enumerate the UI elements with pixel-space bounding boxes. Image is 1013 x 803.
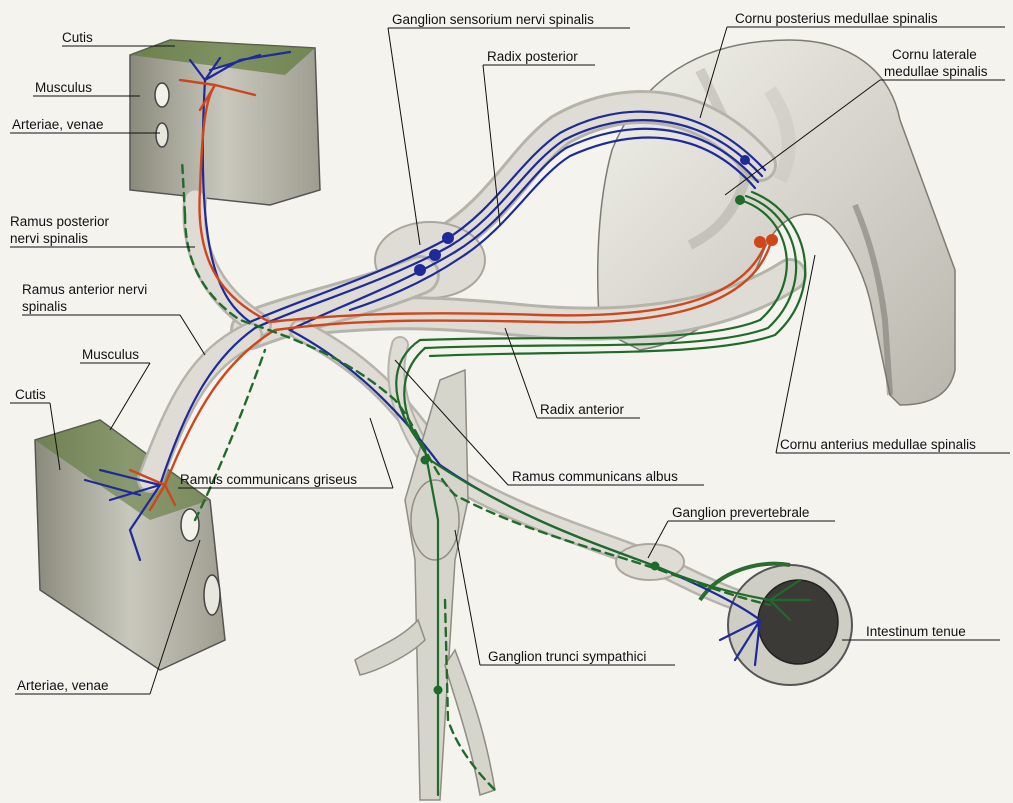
label-arteriae-top: Arteriae, venae (12, 117, 104, 132)
label-radix-posterior: Radix posterior (487, 49, 578, 64)
label-arteriae-bottom: Arteriae, venae (17, 678, 109, 693)
label-ganglion-trunci: Ganglion trunci sympathici (488, 649, 646, 664)
label-ramus-anterior-2: spinalis (22, 299, 67, 314)
label-ramus-anterior-1: Ramus anterior nervi (22, 282, 147, 297)
label-ganglion-prevertebrale: Ganglion prevertebrale (672, 505, 809, 520)
label-cutis-top: Cutis (62, 30, 93, 45)
vessel-icon (181, 509, 199, 541)
label-cornu-laterale-1: Cornu laterale (892, 47, 977, 62)
label-ramus-comm-griseus: Ramus communicans griseus (180, 472, 357, 487)
label-intestinum: Intestinum tenue (866, 624, 966, 639)
label-cornu-anterius: Cornu anterius medullae spinalis (780, 437, 976, 452)
vessel-icon (155, 83, 169, 107)
label-ramus-comm-albus: Ramus communicans albus (512, 469, 678, 484)
label-cornu-laterale-2: medullae spinalis (884, 64, 988, 79)
label-musculus-top: Musculus (35, 80, 92, 95)
label-cutis-bottom: Cutis (15, 387, 46, 402)
label-ramus-posterior-2: nervi spinalis (10, 231, 88, 246)
label-musculus-bottom: Musculus (82, 347, 139, 362)
label-radix-anterior: Radix anterior (540, 402, 625, 417)
label-ramus-posterior-1: Ramus posterior (10, 214, 110, 229)
label-ganglion-sensorium: Ganglion sensorium nervi spinalis (392, 12, 594, 27)
label-cornu-posterius: Cornu posterius medullae spinalis (735, 11, 938, 26)
